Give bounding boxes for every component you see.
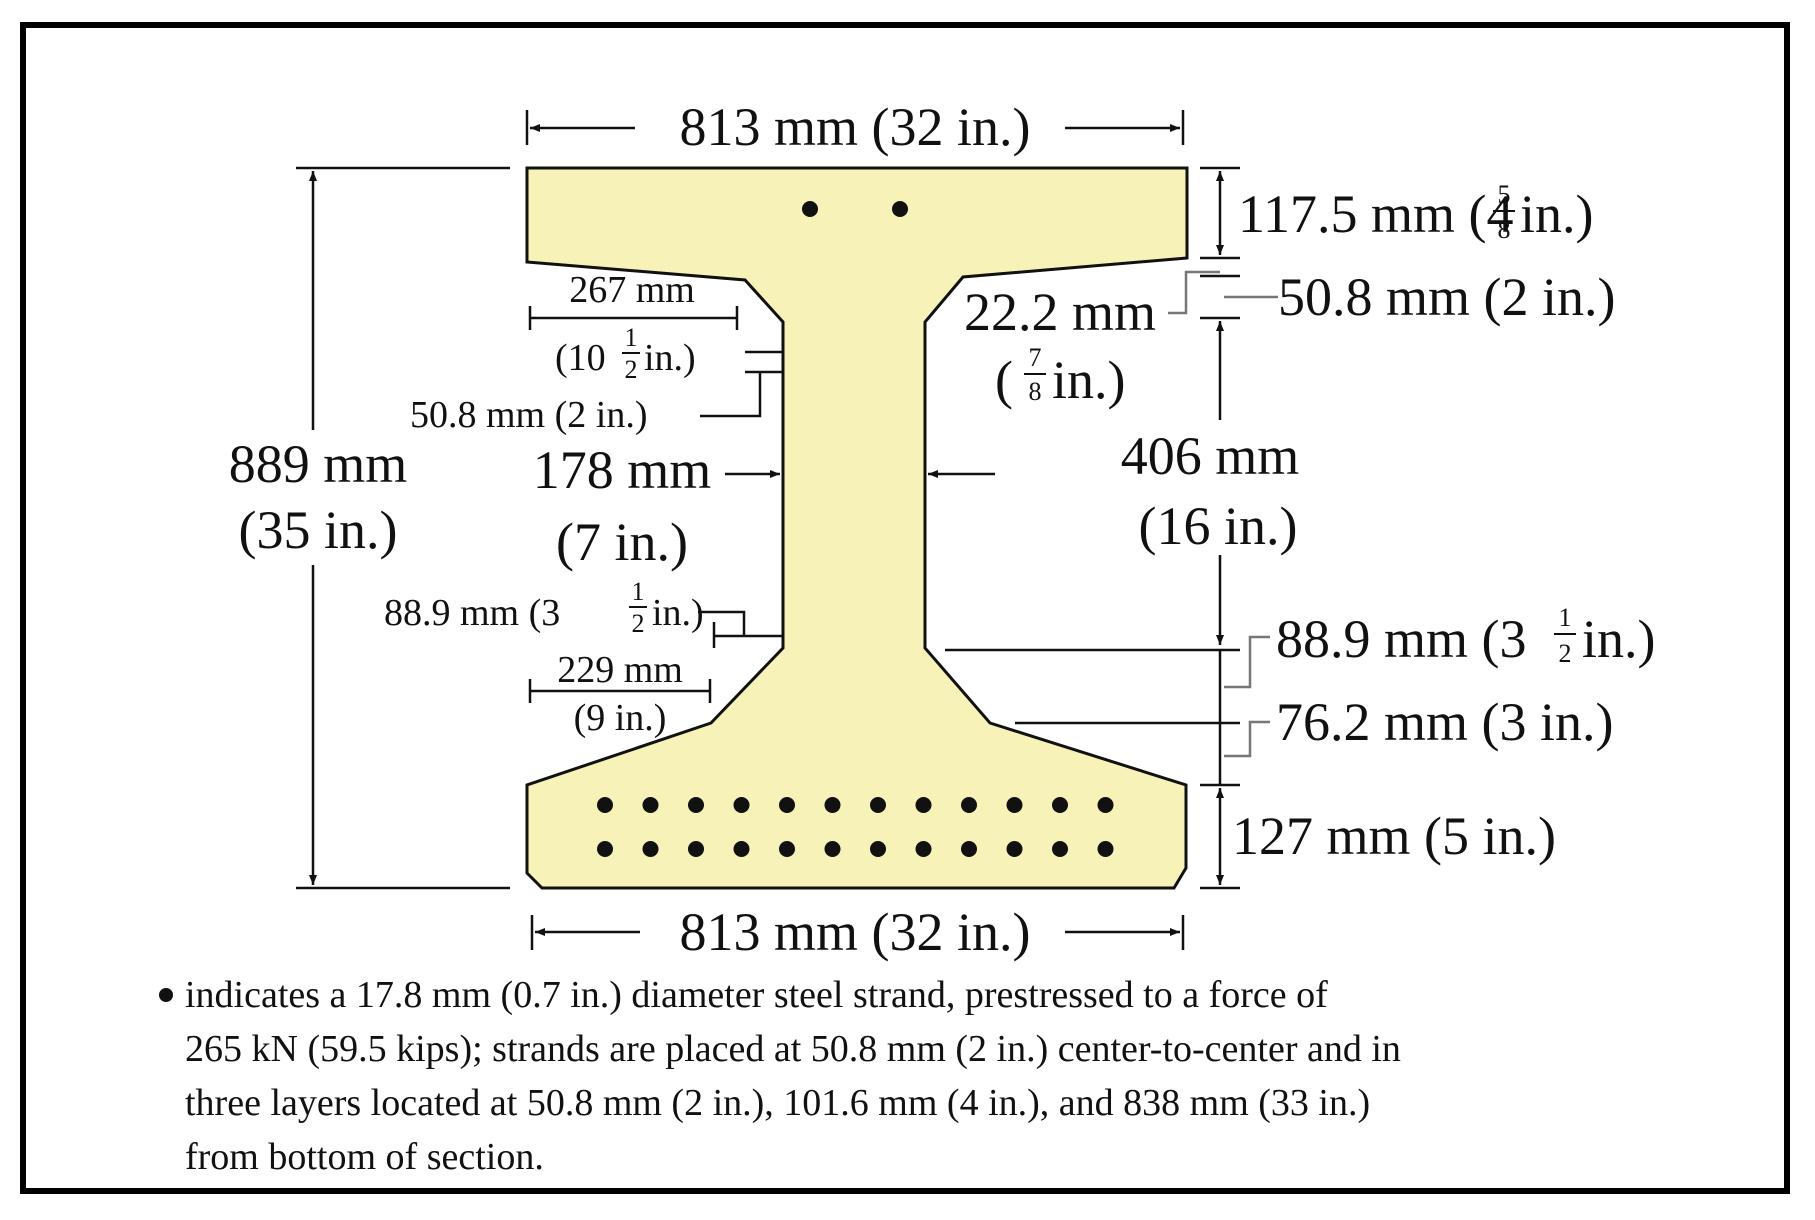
strand-bottom [870,841,886,857]
bottom-width-label: 813 mm (32 in.) [680,902,1031,962]
strand-bottom [688,797,704,813]
strand-bottom [597,841,613,857]
strand-bottom [1052,797,1068,813]
bottom-flange-label: 127 mm (5 in.) [1232,806,1556,866]
right-bottom-fillet-label: 88.9 mm (3 1 2 in.) [1276,603,1656,669]
strand-top [802,201,818,217]
svg-text:in.): in.) [644,337,696,379]
bottom-overhang-in: (9 in.) [574,697,667,739]
beam-section [525,166,1189,890]
strand-bullet-icon [159,988,173,1002]
top-overhang-mm: 267 mm [569,269,695,311]
strand-bottom [642,841,659,857]
top-width-label: 813 mm (32 in.) [680,97,1031,157]
strand-bottom [733,797,750,813]
svg-text:7: 7 [1029,343,1042,372]
note-line-1: indicates a 17.8 mm (0.7 in.) diameter s… [185,974,1328,1016]
total-height-in: (35 in.) [239,500,398,560]
svg-text:8: 8 [1498,215,1511,244]
left-top-fillet-dimension [700,350,783,418]
strand-bottom [733,841,750,857]
right-dimension-chain [1200,166,1240,890]
top-width-dimension [525,110,1185,145]
strand-bottom [1052,841,1068,857]
left-bottom-fillet-dimension [698,610,783,648]
strand-bottom [824,841,841,857]
svg-text:22.2 mm: 22.2 mm [964,282,1156,342]
bottom-width-dimension [530,915,1185,950]
strand-bottom [597,797,613,813]
svg-text:5: 5 [1498,180,1511,209]
top-flange-thickness-label: 117.5 mm (4 5 8 in.) [1238,180,1594,244]
strand-bottom [642,797,659,813]
strand-bottom [1097,841,1114,857]
strand-bottom [779,841,795,857]
svg-text:1: 1 [1559,603,1572,632]
strand-bottom [870,797,886,813]
svg-text:1: 1 [632,577,645,606]
svg-text:1: 1 [625,323,638,352]
strand-bottom [961,841,977,857]
right-extension-lines [945,648,1200,725]
svg-text:2: 2 [632,609,645,638]
strand-top [892,201,908,217]
total-height-mm: 889 mm [229,434,408,494]
chamfer-label: 22.2 mm ( 7 8 in.) [964,282,1156,410]
left-bottom-fillet-label: 88.9 mm (3 1 2 in.) [384,577,704,638]
svg-text:in.): in.) [1052,350,1126,410]
bottom-overhang-mm: 229 mm [557,649,683,691]
strand-bottom [915,797,932,813]
svg-text:(10: (10 [555,337,606,379]
web-height-mm: 406 mm [1121,426,1300,486]
svg-text:2: 2 [625,355,638,384]
svg-text:117.5 mm (4: 117.5 mm (4 [1238,184,1513,244]
svg-text:8: 8 [1029,377,1042,406]
svg-text:in.): in.) [1582,609,1656,669]
strand-bottom [779,797,795,813]
strand-group [597,201,1114,857]
bottom-overhang-dimension [528,679,712,703]
svg-text:2: 2 [1559,639,1572,668]
strand-bottom [1006,797,1023,813]
strand-bottom [915,841,932,857]
strand-bottom [961,797,977,813]
right-top-fillet-label: 50.8 mm (2 in.) [1278,267,1615,327]
bottom-taper-label: 76.2 mm (3 in.) [1276,692,1613,752]
top-overhang-dimension [528,306,739,330]
web-width-in: (7 in.) [556,512,688,572]
note-line-3: three layers located at 50.8 mm (2 in.),… [185,1082,1371,1124]
web-width-mm: 178 mm [533,440,712,500]
svg-text:(: ( [995,350,1013,410]
strand-bottom [688,841,704,857]
svg-text:88.9 mm (3: 88.9 mm (3 [1276,609,1527,669]
strand-bottom [1097,797,1114,813]
svg-text:in.): in.) [1520,184,1594,244]
strand-bottom [1006,841,1023,857]
note-line-2: 265 kN (59.5 kips); strands are placed a… [185,1028,1401,1070]
strand-bottom [824,797,841,813]
total-height-dimension [296,166,510,890]
svg-text:88.9 mm (3: 88.9 mm (3 [384,592,560,634]
left-top-fillet-label: 50.8 mm (2 in.) [410,394,647,436]
note-line-4: from bottom of section. [185,1136,544,1178]
svg-text:in.): in.) [652,592,704,634]
right-leaders [1168,270,1278,758]
web-height-in: (16 in.) [1139,496,1298,556]
top-overhang-in: (10 1 2 in.) [555,323,696,384]
strand-note: indicates a 17.8 mm (0.7 in.) diameter s… [159,968,1705,1184]
